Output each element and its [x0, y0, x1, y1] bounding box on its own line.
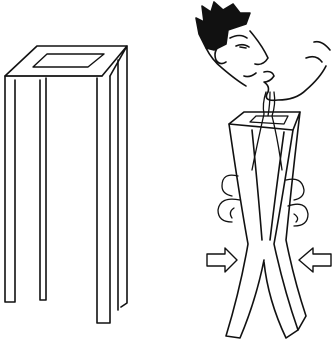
inward-arrow-icon-right — [299, 248, 331, 272]
sleeve-front-left-panel — [5, 76, 15, 302]
sleeve-top-opening — [33, 54, 104, 67]
squeezed-top-opening — [250, 116, 288, 124]
face-chin — [266, 66, 326, 100]
paper-sleeve-left — [5, 46, 127, 323]
collar-line — [314, 42, 330, 50]
paper-sleeve-squeezed — [226, 112, 306, 338]
air-stream-icon — [252, 92, 282, 170]
hair — [196, 2, 250, 50]
sleeve-inner-left-edge — [40, 78, 46, 300]
sleeve-top-frame — [5, 46, 127, 76]
face-lips — [264, 72, 274, 93]
neck-line — [306, 57, 322, 62]
squeezed-back-wall — [286, 112, 306, 330]
sleeve-front-right-panel — [97, 76, 110, 323]
squeezed-left-wall — [226, 124, 264, 338]
face-eye-lid — [240, 47, 246, 48]
face-ear — [215, 46, 226, 64]
face-nose — [250, 31, 268, 64]
face-cheek — [244, 73, 256, 77]
person-head — [196, 2, 330, 100]
inward-arrow-icon-left — [207, 248, 237, 272]
head-back — [206, 48, 246, 86]
face-eyebrow — [230, 36, 247, 39]
air-puff-left — [218, 175, 240, 222]
